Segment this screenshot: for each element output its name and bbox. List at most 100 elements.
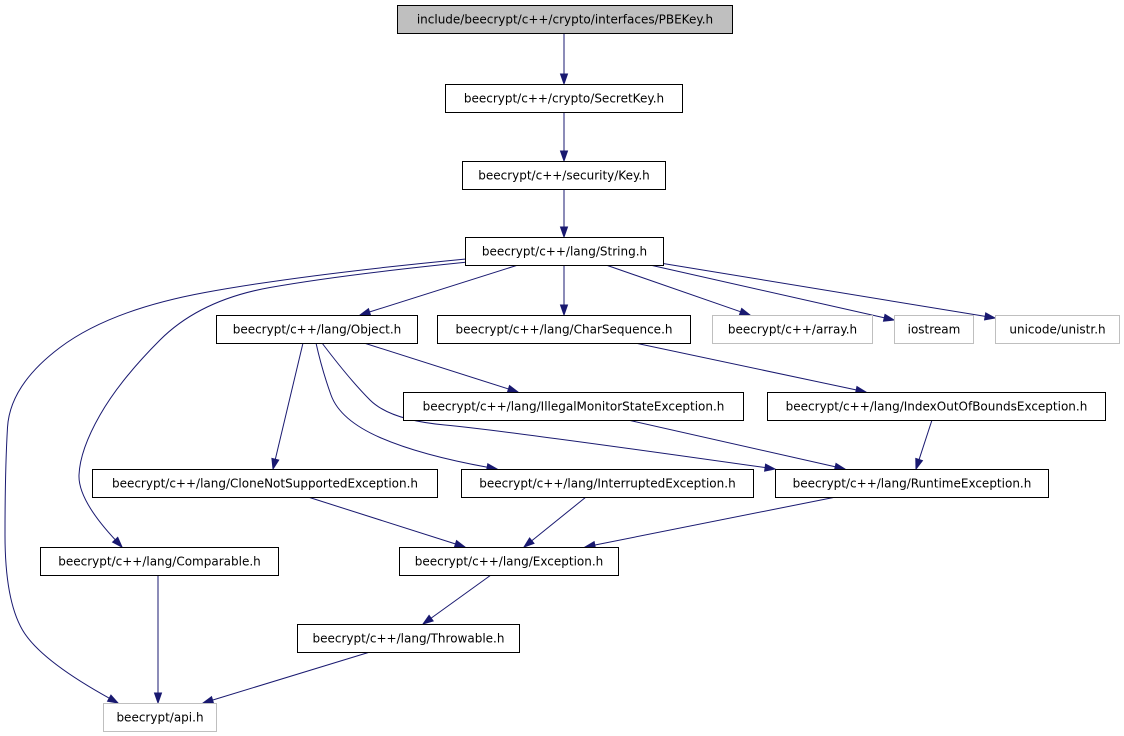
- node-unistr: unicode/unistr.h: [995, 315, 1120, 344]
- edge-object-to-runtime: [321, 342, 777, 472]
- node-indexoob[interactable]: beecrypt/c++/lang/IndexOutOfBoundsExcept…: [767, 392, 1106, 421]
- node-box: [767, 392, 1106, 421]
- node-iostream: iostream: [894, 315, 974, 344]
- node-label: unicode/unistr.h: [1009, 323, 1105, 337]
- node-box: [712, 315, 873, 344]
- arrowhead: [153, 692, 163, 705]
- node-key[interactable]: beecrypt/c++/security/Key.h: [462, 161, 666, 190]
- edge-secretkey-to-key: [559, 112, 569, 163]
- node-box: [399, 547, 619, 576]
- arrowhead: [358, 307, 372, 316]
- node-label: beecrypt/c++/lang/Exception.h: [415, 555, 604, 569]
- node-object[interactable]: beecrypt/c++/lang/Object.h: [216, 315, 418, 344]
- node-label: beecrypt/c++/lang/RuntimeException.h: [793, 477, 1032, 491]
- node-secretkey[interactable]: beecrypt/c++/crypto/SecretKey.h: [445, 84, 683, 113]
- edge-string-to-array: [605, 264, 752, 316]
- arrowhead: [559, 150, 569, 163]
- arrowhead: [506, 384, 520, 393]
- node-label: include/beecrypt/c++/crypto/interfaces/P…: [417, 13, 713, 27]
- node-label: beecrypt/c++/array.h: [728, 323, 857, 337]
- edge-line: [274, 342, 304, 461]
- node-runtime[interactable]: beecrypt/c++/lang/RuntimeException.h: [775, 469, 1049, 498]
- arrowhead: [983, 312, 997, 321]
- node-comparable[interactable]: beecrypt/c++/lang/Comparable.h: [40, 547, 279, 576]
- node-illegalmon[interactable]: beecrypt/c++/lang/IllegalMonitorStateExc…: [403, 392, 744, 421]
- node-box: [397, 5, 733, 34]
- node-label: beecrypt/c++/lang/Throwable.h: [313, 632, 505, 646]
- edge-line: [368, 264, 519, 313]
- arrowhead: [201, 695, 215, 704]
- node-array: beecrypt/c++/array.h: [712, 315, 873, 344]
- edge-line: [78, 261, 469, 541]
- edge-line: [593, 496, 837, 546]
- node-label: beecrypt/c++/lang/Comparable.h: [58, 555, 261, 569]
- arrowhead: [915, 457, 924, 471]
- node-box: [462, 161, 666, 190]
- edge-line: [634, 342, 858, 391]
- node-label: beecrypt/c++/security/Key.h: [478, 169, 650, 183]
- arrowhead: [559, 226, 569, 239]
- edge-exception-to-throwable: [421, 574, 492, 625]
- node-interrupted[interactable]: beecrypt/c++/lang/InterruptedException.h: [461, 469, 754, 498]
- node-box: [775, 469, 1049, 498]
- edge-object-to-interrupted: [315, 342, 499, 472]
- arrowhead: [106, 694, 120, 704]
- node-throwable[interactable]: beecrypt/c++/lang/Throwable.h: [297, 624, 520, 653]
- edge-line: [321, 342, 767, 469]
- node-box: [465, 237, 664, 266]
- node-box: [92, 469, 438, 498]
- node-clonenot[interactable]: beecrypt/c++/lang/CloneNotSupportedExcep…: [92, 469, 438, 498]
- edge-object-to-illegalmon: [363, 342, 520, 393]
- edge-line: [649, 264, 886, 319]
- edge-throwable-to-api: [201, 651, 371, 704]
- node-box: [40, 547, 279, 576]
- edge-line: [307, 496, 457, 545]
- edge-string-to-unistr: [659, 262, 997, 321]
- node-label: beecrypt/c++/lang/IndexOutOfBoundsExcept…: [786, 400, 1088, 414]
- node-box: [297, 624, 520, 653]
- node-api: beecrypt/api.h: [103, 703, 217, 732]
- node-pbekey[interactable]: include/beecrypt/c++/crypto/interfaces/P…: [397, 5, 733, 34]
- arrowhead: [421, 614, 434, 625]
- dependency-edges: [4, 33, 997, 705]
- edge-string-to-object: [358, 264, 519, 316]
- arrowhead: [453, 539, 467, 548]
- node-charseq[interactable]: beecrypt/c++/lang/CharSequence.h: [437, 315, 691, 344]
- arrowhead: [764, 463, 777, 472]
- edge-key-to-string: [559, 189, 569, 239]
- edge-line: [659, 262, 987, 318]
- arrowhead: [738, 307, 752, 316]
- node-string[interactable]: beecrypt/c++/lang/String.h: [465, 237, 664, 266]
- node-label: beecrypt/c++/crypto/SecretKey.h: [464, 92, 664, 106]
- node-label: beecrypt/c++/lang/IllegalMonitorStateExc…: [423, 400, 725, 414]
- edge-pbekey-to-secretkey: [559, 33, 569, 86]
- node-label: beecrypt/c++/lang/CloneNotSupportedExcep…: [112, 477, 418, 491]
- edge-string-to-api: [4, 258, 467, 704]
- edge-line: [4, 258, 467, 700]
- node-box: [995, 315, 1120, 344]
- node-box: [894, 315, 974, 344]
- node-label: beecrypt/c++/lang/String.h: [482, 245, 647, 259]
- node-label: beecrypt/c++/lang/CharSequence.h: [456, 323, 673, 337]
- edge-string-to-comparable: [78, 261, 469, 549]
- node-label: beecrypt/c++/lang/Object.h: [233, 323, 402, 337]
- edge-line: [430, 574, 492, 620]
- header-nodes: include/beecrypt/c++/crypto/interfaces/P…: [40, 5, 1120, 732]
- edge-line: [605, 264, 742, 313]
- node-exception[interactable]: beecrypt/c++/lang/Exception.h: [399, 547, 619, 576]
- edge-line: [918, 419, 933, 461]
- node-label: iostream: [908, 323, 961, 337]
- node-box: [216, 315, 418, 344]
- node-box: [103, 703, 217, 732]
- arrowhead: [522, 537, 535, 548]
- node-box: [403, 392, 744, 421]
- arrowhead: [559, 73, 569, 86]
- edge-line: [530, 496, 587, 542]
- edge-line: [211, 651, 371, 701]
- edge-line: [627, 419, 837, 468]
- node-label: beecrypt/c++/lang/InterruptedException.h: [479, 477, 735, 491]
- edge-illegalmon-to-runtime: [627, 419, 847, 471]
- edge-comparable-to-api: [153, 575, 163, 705]
- node-label: beecrypt/api.h: [116, 711, 203, 725]
